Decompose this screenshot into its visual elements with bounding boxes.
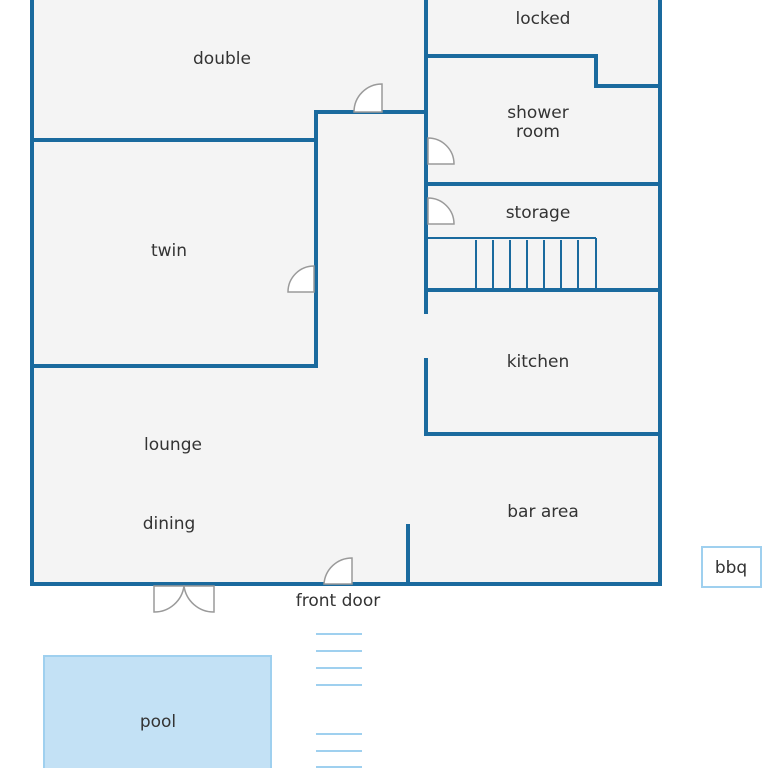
door-front: [323, 557, 353, 585]
label-front-door: front door: [296, 591, 380, 611]
door-patio-double: [153, 585, 215, 613]
pool: [43, 655, 272, 768]
room-label-twin: twin: [151, 241, 187, 261]
room-label-bar-area: bar area: [507, 502, 579, 522]
room-label-dining: dining: [143, 514, 196, 534]
room-label-room: room: [516, 122, 560, 142]
outdoor-steps: [316, 633, 362, 768]
label-bbq: bbq: [715, 558, 747, 578]
room-label-kitchen: kitchen: [507, 352, 570, 372]
room-label-lounge: lounge: [144, 435, 202, 455]
door-shower-room: [427, 137, 455, 165]
staircase: [426, 237, 597, 290]
room-label-locked: locked: [516, 9, 571, 29]
door-twin: [287, 265, 315, 293]
room-label-double: double: [193, 49, 251, 69]
door-double: [353, 83, 383, 113]
door-storage: [427, 197, 455, 225]
label-pool: pool: [140, 712, 176, 732]
room-label-shower: shower: [507, 103, 568, 123]
bbq-box: [701, 546, 762, 588]
room-label-storage: storage: [506, 203, 571, 223]
